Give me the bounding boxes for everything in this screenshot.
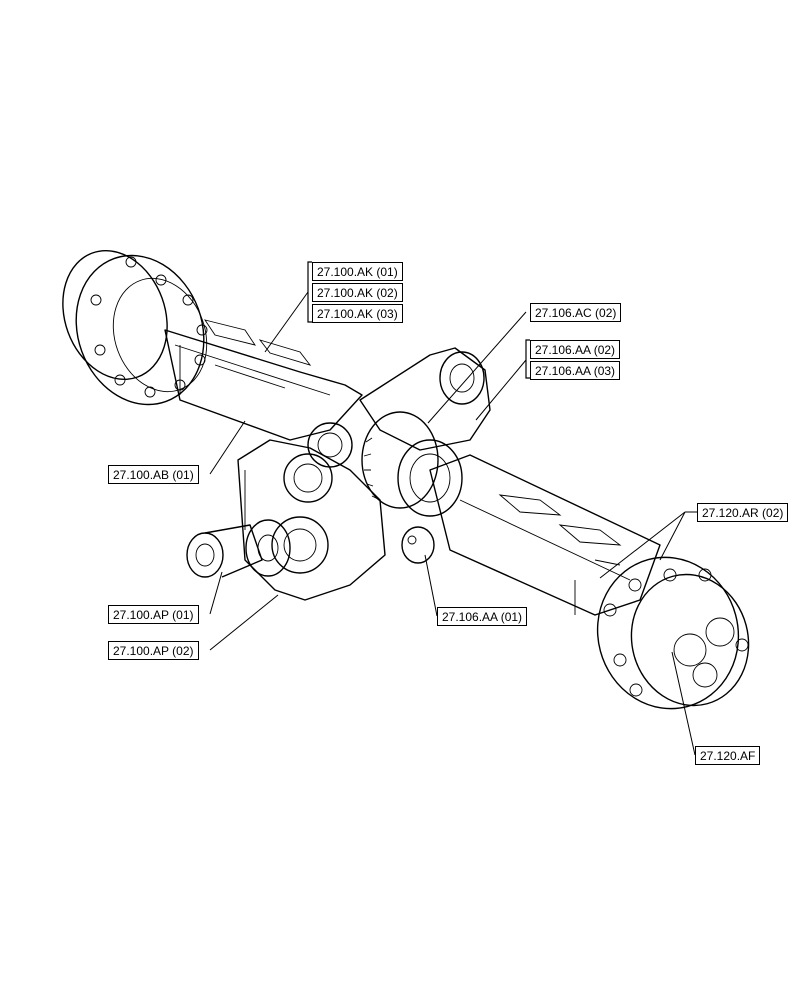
callout-27-100-ak-01[interactable]: 27.100.AK (01) bbox=[312, 262, 403, 281]
callout-27-106-aa-02[interactable]: 27.106.AA (02) bbox=[530, 340, 621, 359]
callout-27-100-ab-01[interactable]: 27.100.AB (01) bbox=[108, 465, 199, 484]
differential-ring-gear bbox=[361, 411, 463, 517]
transfer-gear-housing bbox=[237, 422, 386, 601]
pivot-bracket bbox=[359, 347, 491, 451]
right-wheel-hub bbox=[596, 556, 750, 710]
callout-27-100-ak-02[interactable]: 27.100.AK (02) bbox=[312, 283, 403, 302]
right-axle-housing bbox=[429, 454, 661, 616]
callout-27-100-ak-03[interactable]: 27.100.AK (03) bbox=[312, 304, 403, 323]
callout-27-106-aa-01[interactable]: 27.106.AA (01) bbox=[437, 607, 528, 626]
callout-27-120-af[interactable]: 27.120.AF bbox=[695, 746, 761, 765]
input-yoke bbox=[186, 519, 291, 578]
housing-boss bbox=[401, 526, 435, 564]
callout-27-106-ac-02[interactable]: 27.106.AC (02) bbox=[530, 303, 622, 322]
leader-lines bbox=[209, 261, 697, 756]
callout-27-100-ap-01[interactable]: 27.100.AP (01) bbox=[108, 605, 199, 624]
left-wheel-hub bbox=[62, 249, 208, 406]
left-axle-housing bbox=[164, 319, 363, 441]
callout-27-106-aa-03[interactable]: 27.106.AA (03) bbox=[530, 361, 621, 380]
callout-27-120-ar-02[interactable]: 27.120.AR (02) bbox=[697, 503, 789, 522]
callout-27-100-ap-02[interactable]: 27.100.AP (02) bbox=[108, 641, 199, 660]
